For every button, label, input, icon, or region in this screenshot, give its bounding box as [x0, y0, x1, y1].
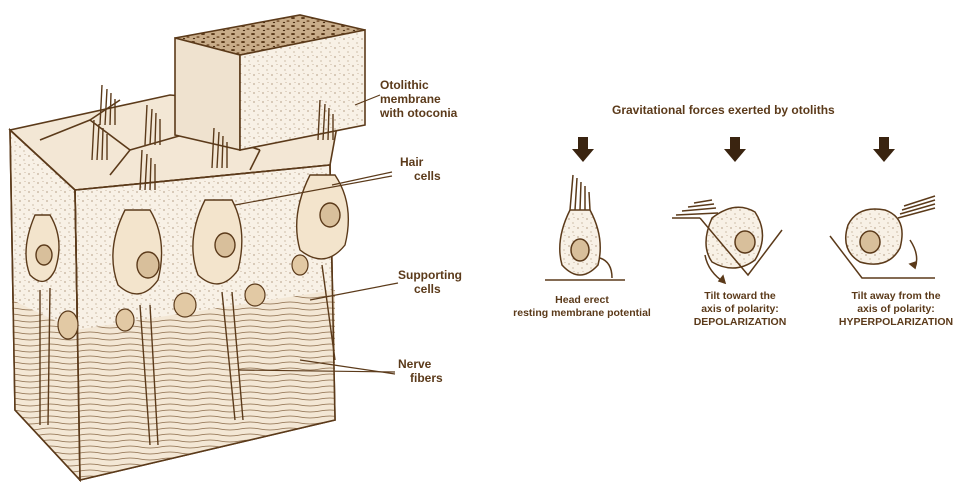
label-hair-cells: Hair cells — [400, 155, 441, 183]
gravity-title: Gravitational forces exerted by otoliths — [612, 103, 835, 117]
gravity-arrow-1 — [572, 137, 594, 162]
label-nerve-fibers: Nerve fibers — [398, 357, 443, 385]
gravity-arrow-3 — [873, 137, 895, 162]
otolithic-membrane-box — [175, 15, 365, 150]
panel-caption-depolarization: Tilt toward the axis of polarity: DEPOLA… — [670, 290, 810, 329]
gravity-arrows — [572, 137, 895, 162]
panel-caption-hyperpolarization: Tilt away from the axis of polarity: HYP… — [822, 290, 970, 329]
label-otolithic-membrane: Otolithic membrane with otoconia — [380, 78, 457, 120]
panel-head-erect — [545, 175, 625, 280]
panel-hyperpolarization — [830, 196, 935, 278]
label-supporting-cells: Supporting cells — [398, 268, 462, 296]
panel-caption-head-erect: Head erect resting membrane potential — [492, 294, 672, 320]
gravity-arrow-2 — [724, 137, 746, 162]
panel-depolarization — [672, 200, 782, 283]
macula-tissue-block — [10, 95, 340, 480]
